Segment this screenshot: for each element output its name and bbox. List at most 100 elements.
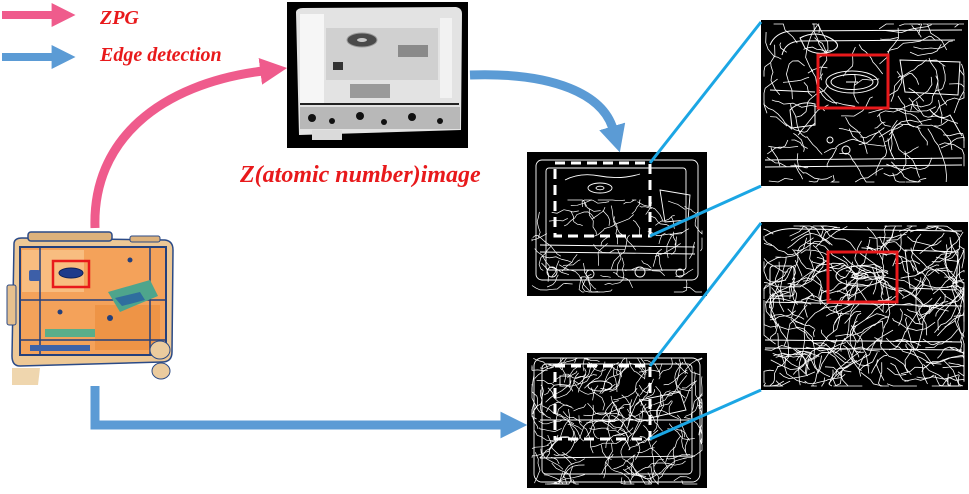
zoom-contour — [764, 228, 963, 237]
edge-line — [560, 409, 571, 441]
edge-line — [768, 291, 790, 309]
edge-line — [554, 472, 563, 485]
edge-line — [614, 427, 634, 437]
edge-line — [572, 479, 579, 485]
edge-line — [948, 362, 965, 367]
edge-line — [651, 440, 659, 485]
edge-line — [547, 434, 573, 465]
edge-line — [886, 383, 917, 387]
edge-line — [671, 236, 677, 255]
z-bag-item — [350, 84, 390, 98]
edge-line — [892, 318, 936, 331]
edge-line — [619, 428, 629, 458]
edge-line — [859, 352, 878, 371]
edge-line — [794, 260, 803, 277]
edge-line — [881, 320, 884, 345]
edge-line — [828, 365, 848, 387]
edge-oval — [587, 182, 613, 194]
edge-line — [532, 235, 561, 257]
edge-line — [638, 369, 660, 373]
edge-line — [944, 288, 965, 328]
edge-line — [763, 300, 778, 328]
edge-line — [914, 278, 965, 289]
edge-line — [814, 37, 828, 81]
edge-line — [928, 301, 949, 315]
edge-line — [954, 319, 965, 365]
edge-line — [908, 87, 925, 102]
edge-line — [666, 454, 691, 460]
edge-line — [653, 458, 664, 467]
edge-line — [909, 44, 942, 56]
edge-line — [653, 400, 672, 433]
edge-line — [536, 380, 555, 386]
edge-line — [570, 211, 583, 227]
edge-line — [834, 346, 880, 354]
zoom-oval-inner — [830, 74, 874, 90]
zoom-texture — [763, 23, 965, 183]
edge-line — [574, 419, 593, 444]
edge-line — [763, 228, 774, 235]
edge-line — [550, 457, 560, 464]
edge-line — [563, 357, 600, 364]
edge-line — [927, 267, 948, 276]
edge-line — [763, 369, 774, 384]
edge-line — [562, 452, 577, 461]
edge-line — [958, 69, 965, 82]
edge-line — [620, 477, 632, 485]
edge-line — [769, 297, 812, 305]
edge-line — [875, 264, 884, 295]
edge-line — [770, 354, 820, 371]
zoom-contour — [769, 29, 963, 46]
zoom-connector-line — [649, 184, 762, 238]
edge-line — [772, 353, 802, 358]
edge-line — [852, 263, 889, 275]
edge-line — [825, 301, 861, 317]
zoom-contour — [764, 164, 963, 168]
z-image-caption: Z(atomic number)image — [240, 162, 481, 188]
edge-line — [773, 350, 802, 357]
edge-line — [805, 346, 847, 361]
edge-line — [917, 127, 928, 146]
edge-line — [892, 133, 920, 178]
edge-line — [802, 244, 825, 282]
edge-line — [819, 225, 858, 253]
edge-line — [793, 262, 826, 288]
edge-line — [868, 103, 921, 114]
edge-line — [763, 78, 778, 114]
edge-line — [538, 427, 562, 432]
edge-line — [900, 364, 929, 375]
edge-line — [769, 314, 803, 325]
edge-line — [843, 337, 864, 353]
edge-line — [854, 78, 880, 86]
edge-line — [895, 108, 923, 125]
edge-line — [871, 266, 902, 292]
edge-line — [628, 405, 650, 417]
edge-line — [925, 354, 965, 364]
edge-line — [934, 119, 949, 127]
edge-line — [684, 357, 703, 375]
z-bag-item — [440, 18, 452, 98]
edge-line — [805, 25, 818, 72]
edge-line — [826, 148, 838, 168]
edge-line — [573, 403, 587, 412]
edge-line — [858, 353, 867, 377]
edge-line — [657, 393, 664, 419]
edge-line — [888, 331, 906, 351]
edge-line — [891, 161, 921, 183]
edge-line — [807, 242, 849, 267]
edge-line — [895, 339, 935, 367]
edge-line — [927, 128, 947, 183]
edge-line — [878, 124, 904, 138]
zoom-connector-line — [649, 388, 762, 441]
edge-line — [604, 257, 625, 286]
edge-line — [853, 73, 860, 104]
edge-line — [931, 240, 953, 263]
bag-item-oval — [58, 267, 84, 279]
edge-line — [545, 380, 572, 403]
edge-line — [769, 284, 779, 340]
edge-line — [563, 259, 581, 266]
edge-line — [857, 316, 889, 343]
edge-line — [832, 285, 858, 333]
edge-line — [787, 233, 833, 249]
